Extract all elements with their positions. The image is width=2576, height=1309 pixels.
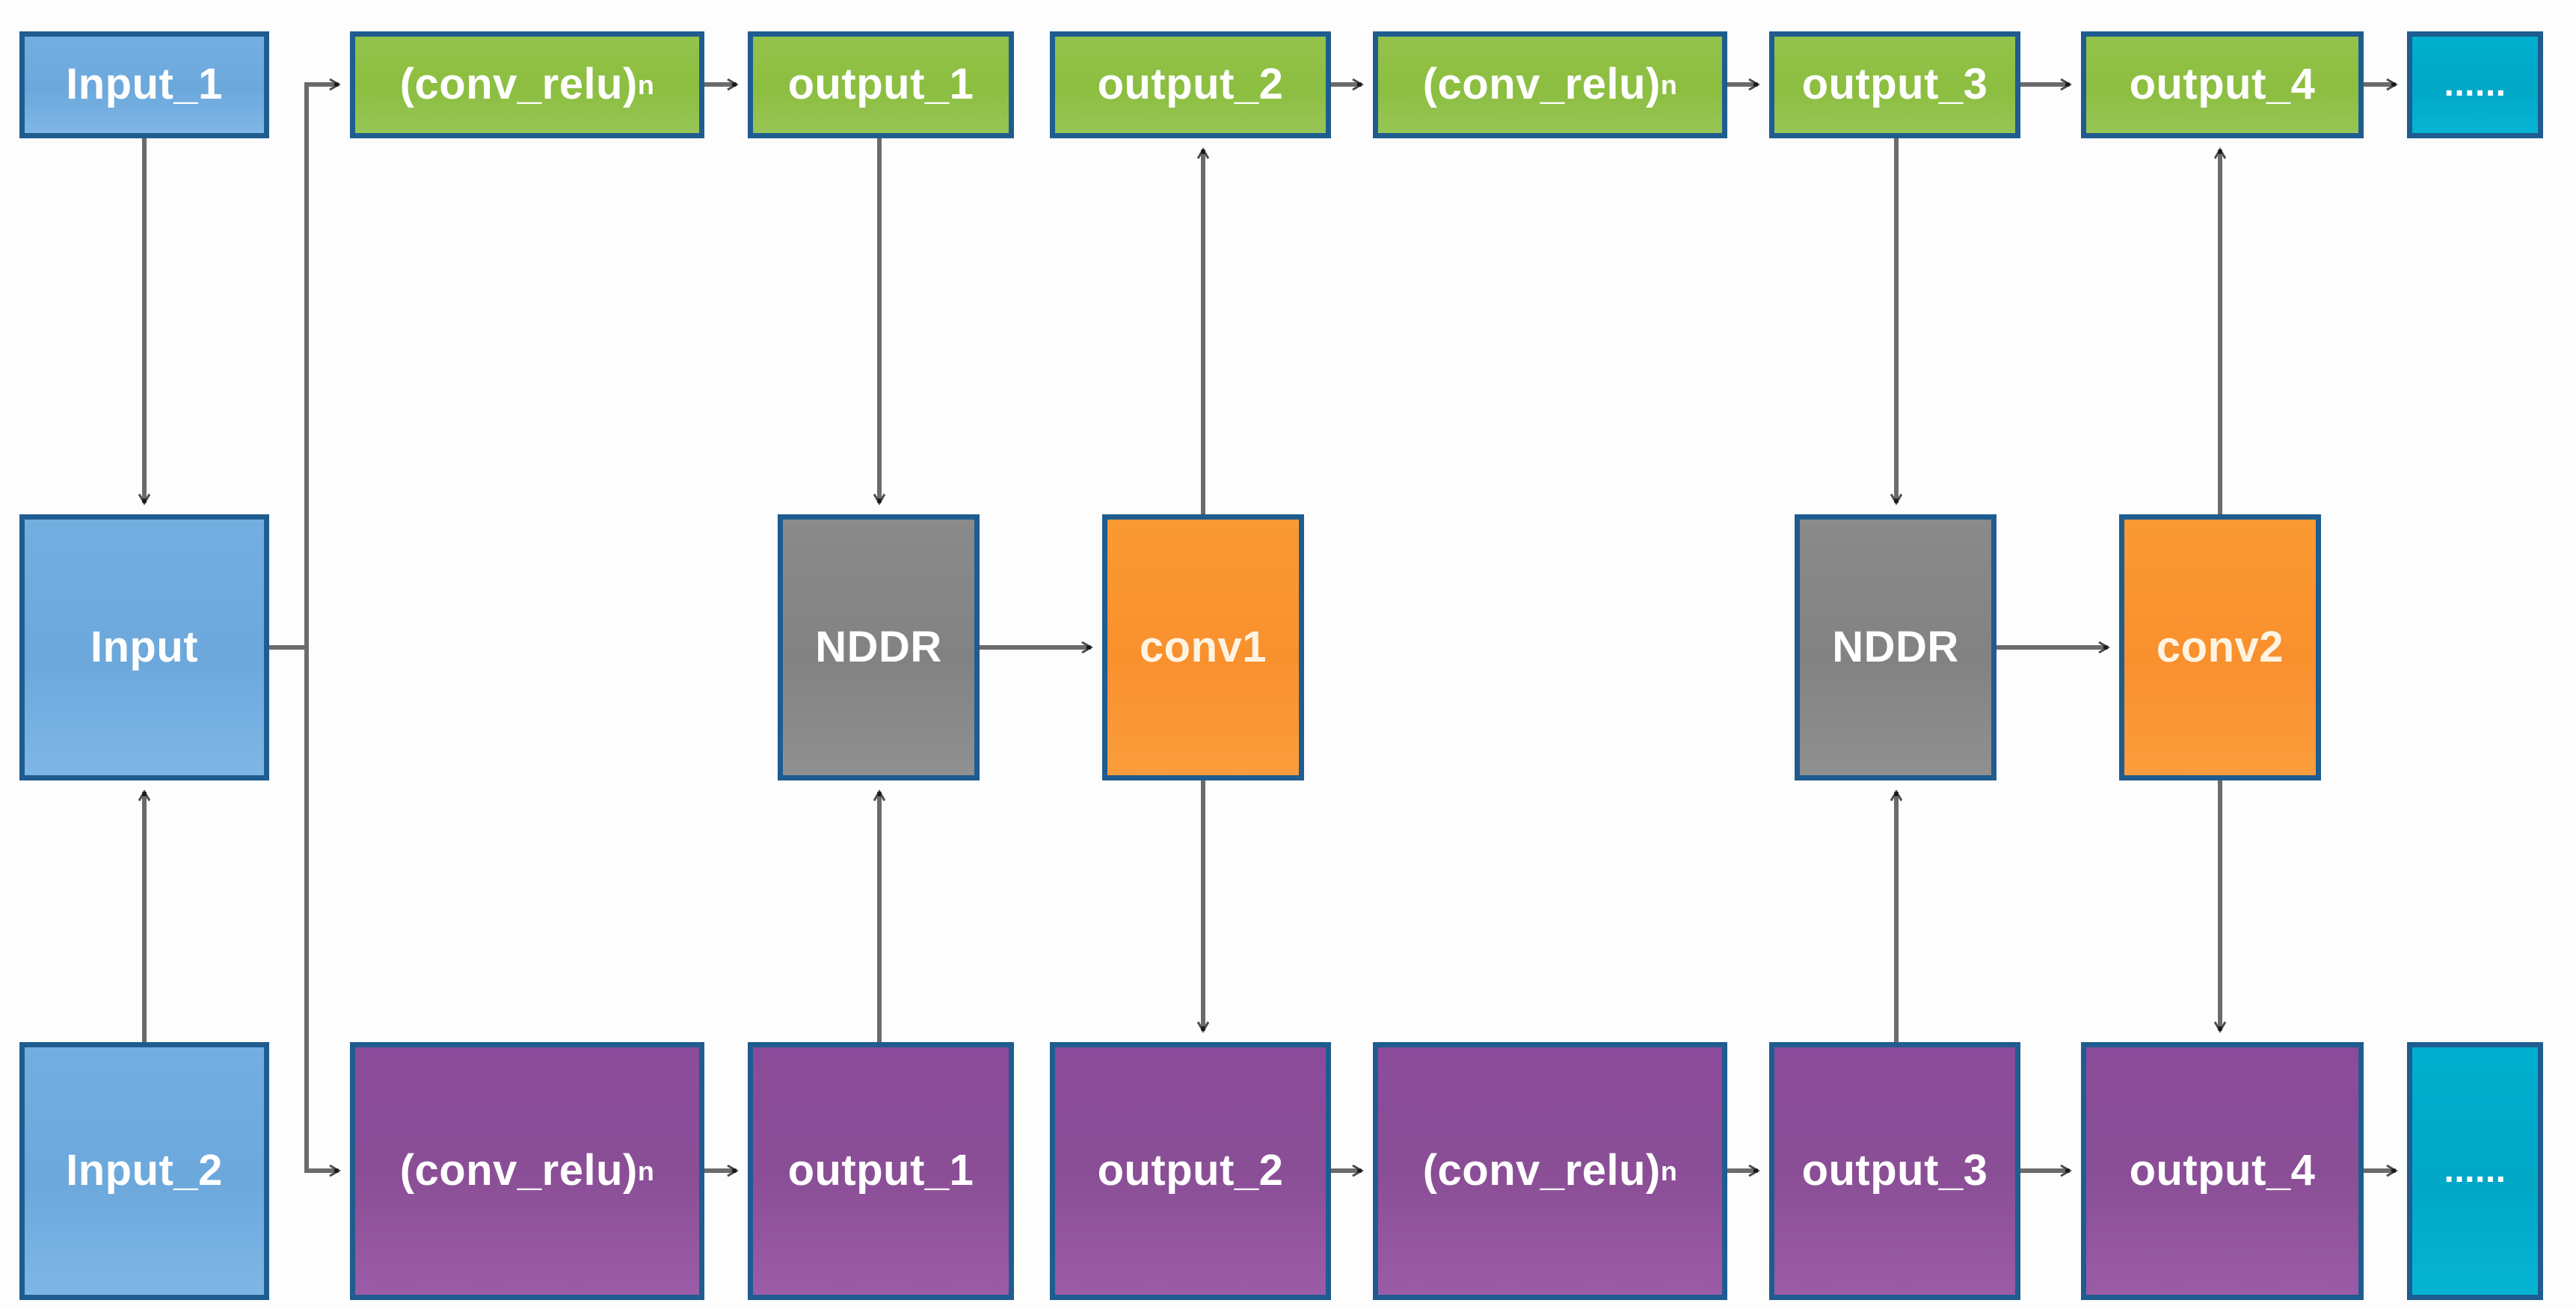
node-label-input_1: Input_1 <box>66 60 223 109</box>
node-label-bot_output_4: output_4 <box>2129 1146 2316 1195</box>
node-bot_output_2[interactable]: output_2 <box>1050 1042 1331 1300</box>
node-label-top_output_1: output_1 <box>787 60 974 109</box>
node-top_convrelu_1[interactable]: (conv_relu)n <box>350 31 704 138</box>
node-label-top_convrelu_1: (conv_relu) <box>399 60 638 109</box>
node-nddr_2[interactable]: NDDR <box>1795 514 1996 780</box>
node-bot_output_1[interactable]: output_1 <box>748 1042 1014 1300</box>
node-bot_convrelu_1[interactable]: (conv_relu)n <box>350 1042 704 1300</box>
node-label-nddr_1: NDDR <box>815 622 942 671</box>
node-top_output_3[interactable]: output_3 <box>1769 31 2020 138</box>
node-label-conv1: conv1 <box>1139 622 1267 671</box>
node-label-conv2: conv2 <box>2156 622 2284 671</box>
node-input[interactable]: Input <box>19 514 269 780</box>
node-bot_output_4[interactable]: output_4 <box>2081 1042 2364 1300</box>
edge-input-branch-up <box>269 84 338 650</box>
node-label-input_2: Input_2 <box>66 1146 223 1195</box>
node-top_convrelu_2[interactable]: (conv_relu)n <box>1373 31 1727 138</box>
node-label-top_output_2: output_2 <box>1097 60 1284 109</box>
edge-input-branch-down <box>304 647 338 1171</box>
node-conv1[interactable]: conv1 <box>1102 514 1304 780</box>
node-bot_output_3[interactable]: output_3 <box>1769 1042 2020 1300</box>
node-label-bot_output_2: output_2 <box>1097 1146 1284 1195</box>
node-label-nddr_2: NDDR <box>1832 622 1959 671</box>
node-input_2[interactable]: Input_2 <box>19 1042 269 1300</box>
node-label-top_convrelu_2: (conv_relu) <box>1422 60 1661 109</box>
node-top_more[interactable]: ...... <box>2407 31 2543 138</box>
node-label-top_output_3: output_3 <box>1801 60 1988 109</box>
node-label-top_output_4: output_4 <box>2129 60 2316 109</box>
node-bot_convrelu_2[interactable]: (conv_relu)n <box>1373 1042 1727 1300</box>
node-label-bot_output_3: output_3 <box>1801 1146 1988 1195</box>
node-label-input: Input <box>90 622 199 671</box>
node-label-bot_more: ...... <box>2444 1151 2506 1191</box>
node-top_output_1[interactable]: output_1 <box>748 31 1014 138</box>
node-label-top_more: ...... <box>2444 64 2506 105</box>
node-label-bot_convrelu_2: (conv_relu) <box>1422 1146 1661 1195</box>
node-top_output_2[interactable]: output_2 <box>1050 31 1331 138</box>
node-nddr_1[interactable]: NDDR <box>778 514 980 780</box>
node-label-bot_convrelu_1: (conv_relu) <box>399 1146 638 1195</box>
node-conv2[interactable]: conv2 <box>2119 514 2321 780</box>
node-input_1[interactable]: Input_1 <box>19 31 269 138</box>
node-top_output_4[interactable]: output_4 <box>2081 31 2364 138</box>
node-bot_more[interactable]: ...... <box>2407 1042 2543 1300</box>
node-label-bot_output_1: output_1 <box>787 1146 974 1195</box>
